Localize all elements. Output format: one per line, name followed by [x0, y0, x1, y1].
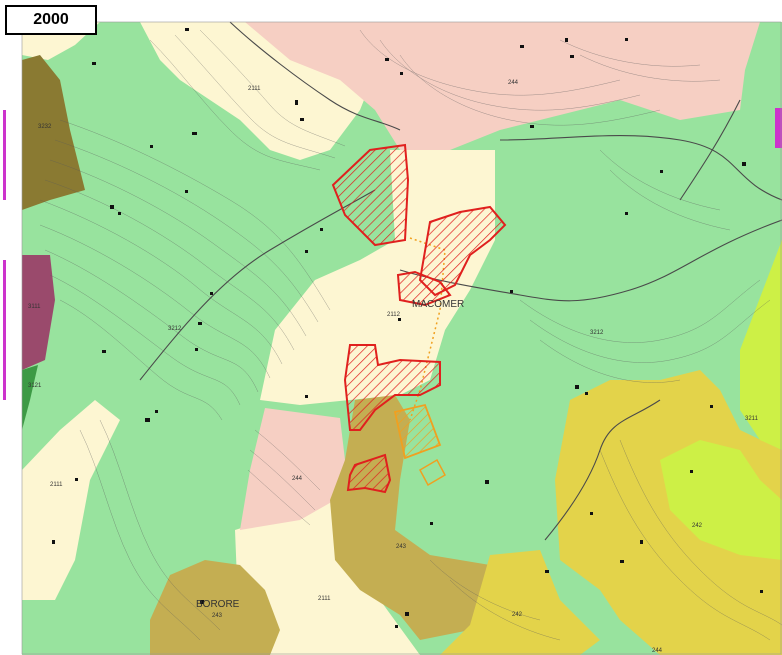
magenta-edge-lower [3, 260, 6, 400]
zone-code: 242 [512, 612, 523, 618]
zone-code: 3121 [28, 383, 42, 389]
zone-code: 244 [292, 476, 303, 482]
town-label-borore: BORORE [196, 599, 240, 610]
zone-code: 3212 [168, 326, 182, 332]
cream-area-center [260, 150, 495, 405]
zone-code: 3212 [590, 330, 604, 336]
zone-code: 3211 [745, 416, 759, 422]
pink-area-top [245, 22, 760, 150]
lime-area-right [740, 240, 782, 450]
zone-code: 2112 [387, 312, 401, 318]
yellow-area-bottom [440, 550, 600, 655]
parcel-orange-b [418, 458, 447, 487]
zone-code: 3111 [28, 304, 41, 310]
cream-area-bottom [235, 500, 420, 655]
zone-code: 243 [212, 613, 223, 619]
red-hatched-parcels [331, 143, 507, 494]
maroon-strip [22, 255, 55, 370]
zone-code: 2111 [50, 482, 63, 488]
orange-hatched-parcels [393, 403, 447, 487]
zone-code: 244 [508, 80, 519, 86]
map-frame [21, 21, 782, 655]
yellow-area-right [555, 370, 782, 655]
zone-code: 244 [652, 648, 663, 654]
building-dots [52, 28, 763, 628]
parcel-town [396, 270, 452, 307]
zone-code: 3232 [38, 124, 52, 130]
year-label-box: 2000 [5, 5, 97, 35]
parcel-orange-a [393, 403, 442, 460]
parcel-north [331, 143, 410, 247]
olive-area-borore [150, 560, 280, 655]
town-label-macomer: MACOMER [412, 299, 464, 310]
zone-code: 2111 [318, 596, 331, 602]
dark-olive-strip [22, 55, 85, 210]
parcel-south [346, 453, 392, 494]
zone-code: 2111 [248, 86, 261, 92]
zone-code: 242 [692, 523, 703, 529]
contour-lines [39, 29, 782, 641]
cream-area-left [22, 400, 120, 600]
roads [139, 21, 782, 541]
olive-area-center [330, 395, 500, 640]
year-label: 2000 [33, 11, 69, 28]
magenta-edge [3, 110, 6, 200]
zone-code: 243 [396, 544, 407, 550]
zone-code-labels: 3232 2111 244 3212 3111 3121 2112 3212 3… [28, 80, 759, 654]
pink-area-mid [240, 408, 345, 530]
dark-green-strip [22, 365, 38, 430]
magenta-patch [775, 108, 782, 148]
parcel-central [343, 344, 441, 431]
